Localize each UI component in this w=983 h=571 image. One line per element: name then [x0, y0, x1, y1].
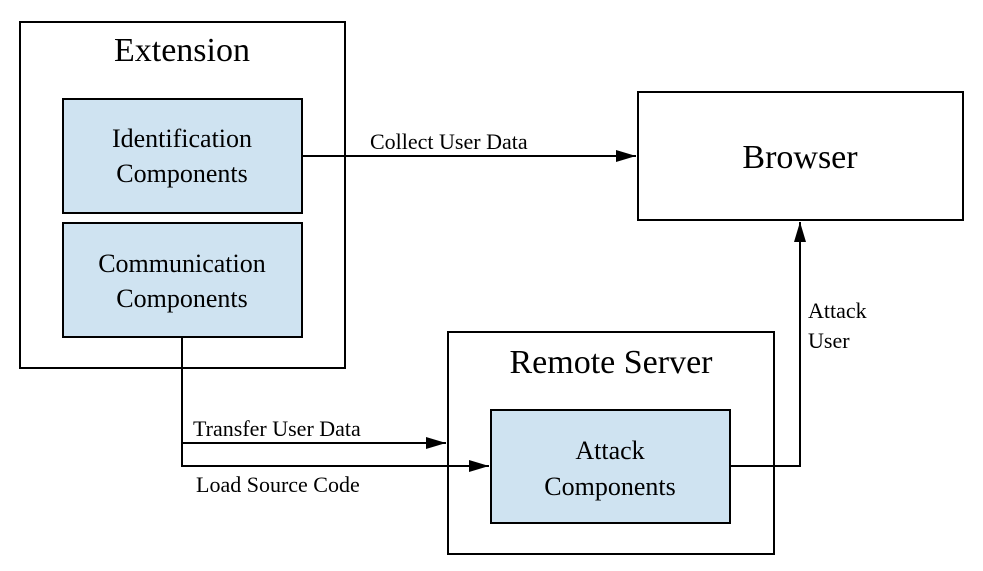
attack-components-label-line2: Components: [544, 472, 675, 501]
extension-title: Extension: [114, 32, 250, 69]
identification-components-label-line2: Components: [116, 159, 247, 188]
load-source-code-arrow: [181, 443, 489, 472]
attack-user-arrow: [730, 222, 806, 467]
edge-load-source-code: Load Source Code: [181, 443, 489, 497]
communication-components-node: Communication Components: [62, 222, 303, 338]
attack-user-label-line2: User: [808, 328, 850, 353]
load-source-code-label: Load Source Code: [196, 472, 360, 497]
remote-server-node: Remote Server Attack Components: [447, 331, 775, 555]
edge-transfer-user-data: Transfer User Data: [181, 337, 446, 449]
browser-title: Browser: [742, 139, 858, 176]
transfer-user-data-label: Transfer User Data: [193, 416, 361, 441]
attack-components-node: Attack Components: [490, 409, 731, 524]
attack-components-label-line1: Attack: [575, 436, 644, 465]
communication-components-box: [62, 222, 303, 338]
extension-node: Extension Identification Components Comm…: [19, 21, 346, 369]
remote-server-title: Remote Server: [510, 344, 714, 381]
browser-box: [637, 91, 964, 221]
identification-components-label-line1: Identification: [112, 124, 252, 153]
identification-components-node: Identification Components: [62, 98, 303, 214]
communication-components-label-line2: Components: [116, 284, 247, 313]
collect-user-data-label: Collect User Data: [370, 129, 528, 154]
browser-node: Browser: [637, 91, 964, 221]
attack-components-box: [490, 409, 731, 524]
communication-components-label-line1: Communication: [98, 249, 266, 278]
attack-user-label-line1: Attack: [808, 298, 867, 323]
identification-components-box: [62, 98, 303, 214]
edge-collect-user-data: Collect User Data: [302, 129, 636, 162]
edge-attack-user: Attack User: [730, 222, 867, 467]
